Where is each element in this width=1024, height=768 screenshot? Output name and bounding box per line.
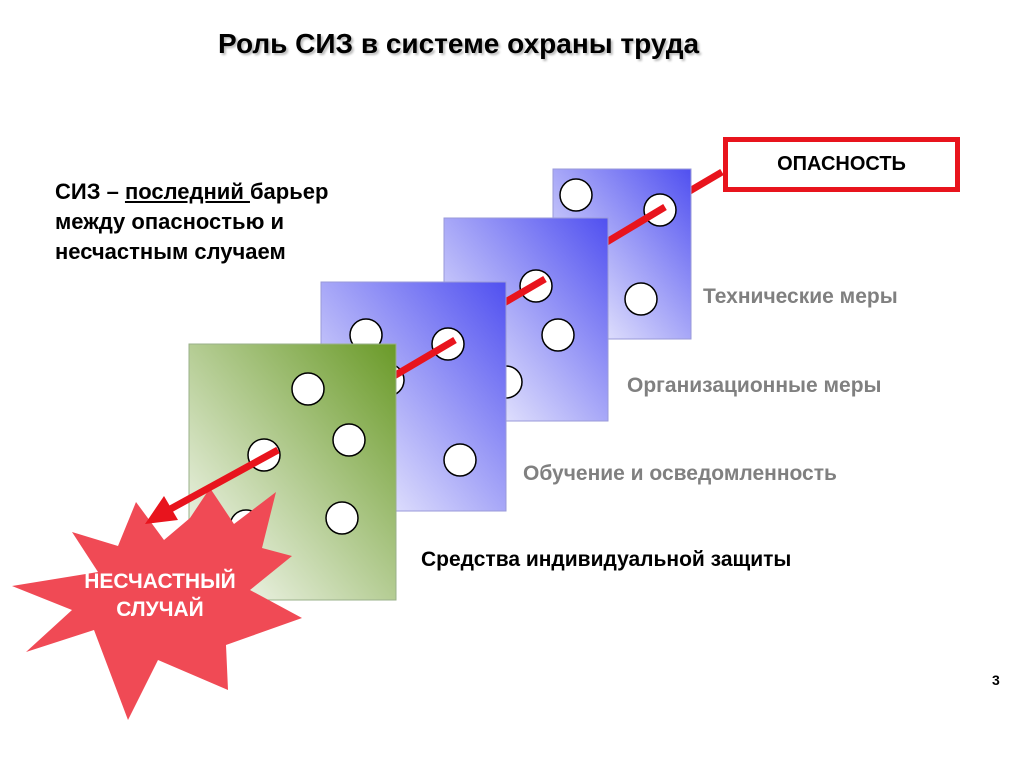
- hole: [332, 423, 366, 457]
- page-number: 3: [992, 672, 1000, 688]
- accident-arrowhead: [145, 496, 178, 524]
- intro-line-2: между опасностью и: [55, 209, 284, 234]
- intro-line-1: СИЗ – последний барьер: [55, 179, 329, 204]
- intro-emphasis: последний: [124, 179, 250, 204]
- accident-burst: [12, 488, 302, 720]
- hole: [559, 178, 593, 212]
- intro-line-3: несчастным случаем: [55, 239, 286, 264]
- hole: [325, 501, 359, 535]
- hole: [624, 282, 658, 316]
- label-ppe: Средства индивидуальной защиты: [421, 548, 792, 571]
- hole: [443, 443, 477, 477]
- slide-title: Роль СИЗ в системе охраны труда: [218, 28, 700, 59]
- hazard-label: ОПАСНОСТЬ: [777, 153, 906, 175]
- label-technical: Технические меры: [703, 285, 898, 308]
- intro-text: СИЗ – последний барьер между опасностью …: [55, 177, 328, 267]
- label-organizational: Организационные меры: [627, 374, 882, 397]
- hole: [541, 318, 575, 352]
- hole: [291, 372, 325, 406]
- accident-arrow-line: [163, 446, 280, 516]
- hazard-box: ОПАСНОСТЬ: [723, 137, 960, 192]
- label-training: Обучение и осведомленность: [523, 462, 837, 485]
- accident-label: НЕСЧАСТНЫЙ СЛУЧАЙ: [84, 570, 236, 621]
